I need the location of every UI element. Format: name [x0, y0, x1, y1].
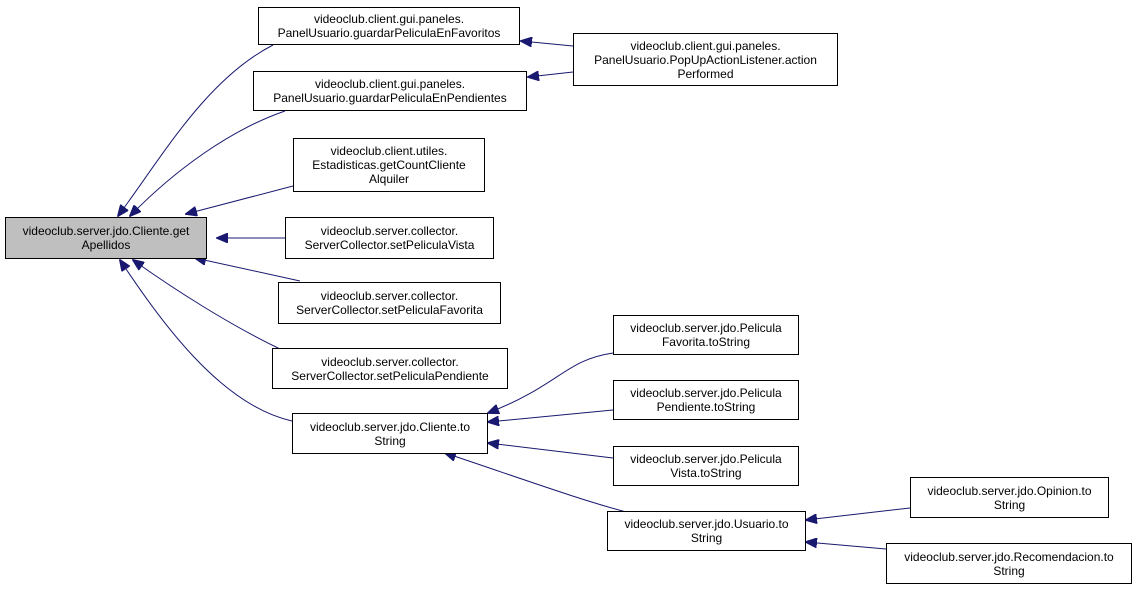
edge-popup-to-fav	[521, 41, 574, 46]
node-set-pelicula-favorita[interactable]: videoclub.server.collector. ServerCollec…	[278, 282, 501, 324]
node-opinion-to-string[interactable]: videoclub.server.jdo.Opinion.to String	[910, 477, 1109, 518]
node-recom-ts-label: videoclub.server.jdo.Recomendacion.to St…	[904, 549, 1114, 578]
node-guardar-pelicula-en-pendientes[interactable]: videoclub.client.gui.paneles. PanelUsuar…	[253, 71, 527, 111]
node-recomendacion-to-string[interactable]: videoclub.server.jdo.Recomendacion.to St…	[886, 543, 1132, 584]
node-popup-label: videoclub.client.gui.paneles. PanelUsuar…	[594, 38, 817, 81]
edge-recom-ts-to-usuario-ts	[806, 542, 887, 550]
edge-favorita-to-root	[195, 258, 301, 282]
edge-pendiente-to-root	[133, 260, 281, 350]
node-set-pelicula-pendiente[interactable]: videoclub.server.collector. ServerCollec…	[272, 348, 508, 389]
node-fav-label: videoclub.client.gui.paneles. PanelUsuar…	[277, 12, 501, 40]
node-cliente-to-string[interactable]: videoclub.server.jdo.Cliente.to String	[292, 413, 488, 454]
edge-pp-ts-to-cliente-ts	[488, 409, 614, 422]
node-set-pelicula-vista[interactable]: videoclub.server.collector. ServerCollec…	[285, 217, 494, 259]
edge-opinion-ts-to-usuario-ts	[806, 507, 911, 520]
node-opinion-ts-label: videoclub.server.jdo.Opinion.to String	[927, 483, 1092, 512]
node-popup-action-listener-action-performed[interactable]: videoclub.client.gui.paneles. PanelUsuar…	[573, 33, 838, 86]
node-pf-ts-label: videoclub.server.jdo.Pelicula Favorita.t…	[630, 321, 782, 349]
edge-pf-ts-to-cliente-ts	[488, 352, 614, 413]
node-root-cliente-get-apellidos: videoclub.server.jdo.Cliente.get Apellid…	[5, 217, 207, 259]
node-usuario-ts-label: videoclub.server.jdo.Usuario.to String	[624, 517, 789, 545]
node-pp-ts-label: videoclub.server.jdo.Pelicula Pendiente.…	[630, 386, 782, 414]
node-guardar-pelicula-en-favoritos[interactable]: videoclub.client.gui.paneles. PanelUsuar…	[258, 7, 520, 45]
node-stats-label: videoclub.client.utiles. Estadisticas.ge…	[312, 144, 466, 186]
node-pelicula-pendiente-to-string[interactable]: videoclub.server.jdo.Pelicula Pendiente.…	[613, 380, 799, 420]
edge-cliente-ts-to-root	[120, 260, 293, 422]
node-pendiente-label: videoclub.server.collector. ServerCollec…	[291, 354, 489, 383]
edge-pv-ts-to-cliente-ts	[488, 443, 614, 459]
node-root-label: videoclub.server.jdo.Cliente.get Apellid…	[22, 224, 190, 252]
edge-usuario-ts-to-cliente-ts	[445, 453, 631, 514]
edge-fav-to-root	[118, 44, 274, 216]
node-cliente-ts-label: videoclub.server.jdo.Cliente.to String	[309, 419, 471, 448]
edge-popup-to-pend	[528, 72, 574, 77]
node-usuario-to-string[interactable]: videoclub.server.jdo.Usuario.to String	[607, 511, 806, 551]
node-estadisticas-get-count-cliente-alquiler[interactable]: videoclub.client.utiles. Estadisticas.ge…	[293, 138, 485, 192]
node-favorita-label: videoclub.server.collector. ServerCollec…	[296, 289, 483, 317]
edge-stats-to-root	[186, 185, 294, 214]
node-vista-label: videoclub.server.collector. ServerCollec…	[304, 224, 475, 252]
edge-pend-to-root	[130, 110, 286, 216]
node-pelicula-favorita-to-string[interactable]: videoclub.server.jdo.Pelicula Favorita.t…	[613, 315, 799, 355]
node-pv-ts-label: videoclub.server.jdo.Pelicula Vista.toSt…	[630, 452, 782, 480]
node-pend-label: videoclub.client.gui.paneles. PanelUsuar…	[273, 77, 507, 105]
node-pelicula-vista-to-string[interactable]: videoclub.server.jdo.Pelicula Vista.toSt…	[613, 446, 799, 486]
